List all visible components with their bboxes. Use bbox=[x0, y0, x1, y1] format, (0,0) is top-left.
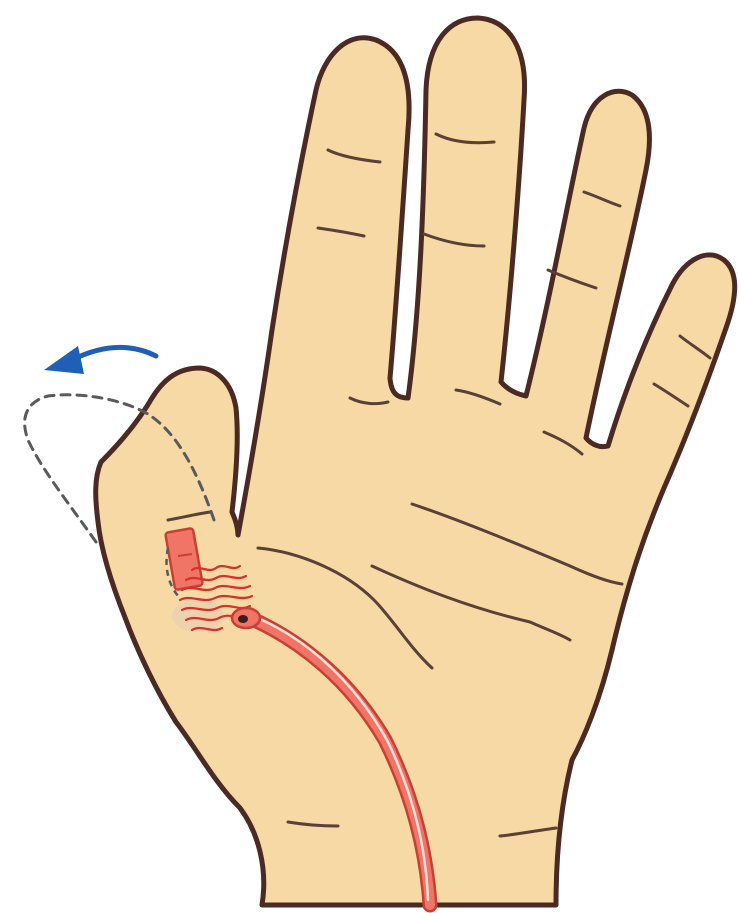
hand-outline bbox=[96, 18, 735, 905]
curved-arrow-left-icon bbox=[44, 346, 156, 374]
motion-arrow-shaft bbox=[72, 347, 156, 360]
tendon-pulley-hole bbox=[238, 615, 248, 623]
motion-arrow-head bbox=[44, 346, 84, 374]
